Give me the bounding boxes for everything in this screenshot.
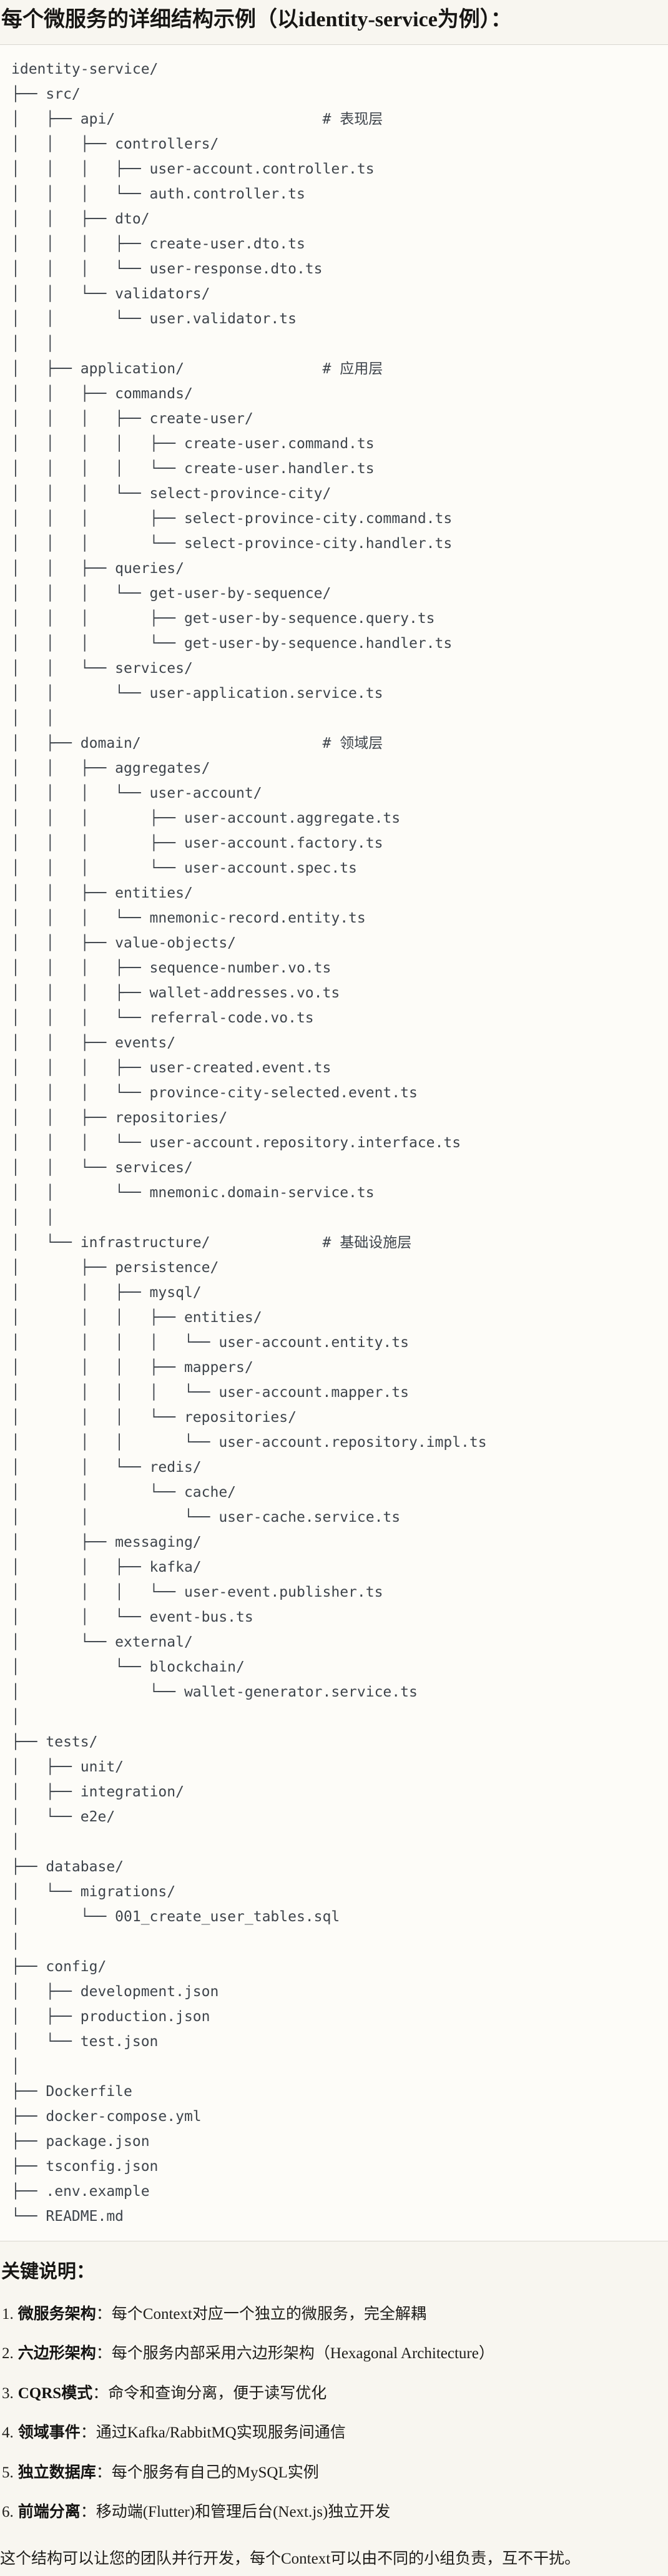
note-desc: ：每个服务有自己的MySQL实例	[96, 2464, 319, 2481]
note-item: 5.独立数据库：每个服务有自己的MySQL实例	[0, 2463, 668, 2484]
note-desc: ：每个服务内部采用六边形架构（Hexagonal Architecture）	[96, 2345, 494, 2363]
note-item: 1.微服务架构：每个Context对应一个独立的微服务，完全解耦	[0, 2304, 668, 2325]
note-desc: ：通过Kafka/RabbitMQ实现服务间通信	[80, 2424, 346, 2442]
note-desc: ：移动端(Flutter)和管理后台(Next.js)独立开发	[80, 2504, 391, 2521]
note-item: 3.CQRS模式：命令和查询分离，便于读写优化	[0, 2384, 668, 2404]
directory-tree-code-block: identity-service/ ├── src/ │ ├── api/ # …	[0, 44, 668, 2242]
note-item: 6.前端分离：移动端(Flutter)和管理后台(Next.js)独立开发	[0, 2502, 668, 2523]
note-number: 2.	[2, 2345, 14, 2363]
note-number: 4.	[2, 2424, 14, 2442]
note-term: 独立数据库	[17, 2464, 96, 2481]
note-number: 5.	[2, 2464, 14, 2481]
closing-note: 这个结构可以让您的团队并行开发，每个Context可以由不同的小组负责，互不干扰…	[0, 2550, 581, 2567]
notes-heading: 关键说明：	[1, 2261, 95, 2283]
note-item: 2.六边形架构：每个服务内部采用六边形架构（Hexagonal Architec…	[0, 2344, 668, 2364]
page-title: 每个微服务的详细结构示例（以identity-service为例）：	[1, 8, 512, 31]
note-desc: ：命令和查询分离，便于读写优化	[92, 2384, 327, 2402]
note-term: 微服务架构	[17, 2305, 96, 2323]
note-number: 1.	[2, 2305, 14, 2323]
note-number: 3.	[2, 2384, 14, 2402]
notes-list: 1.微服务架构：每个Context对应一个独立的微服务，完全解耦 2.六边形架构…	[0, 2304, 668, 2523]
note-term: 领域事件	[17, 2424, 81, 2442]
message-content: 每个微服务的详细结构示例（以identity-service为例）： ident…	[0, 6, 668, 2569]
note-term: 前端分离	[17, 2504, 81, 2521]
note-desc: ：每个Context对应一个独立的微服务，完全解耦	[96, 2305, 426, 2323]
note-term: 六边形架构	[17, 2345, 96, 2363]
note-number: 6.	[2, 2504, 14, 2521]
note-item: 4.领域事件：通过Kafka/RabbitMQ实现服务间通信	[0, 2423, 668, 2444]
note-term: CQRS模式	[17, 2384, 93, 2402]
